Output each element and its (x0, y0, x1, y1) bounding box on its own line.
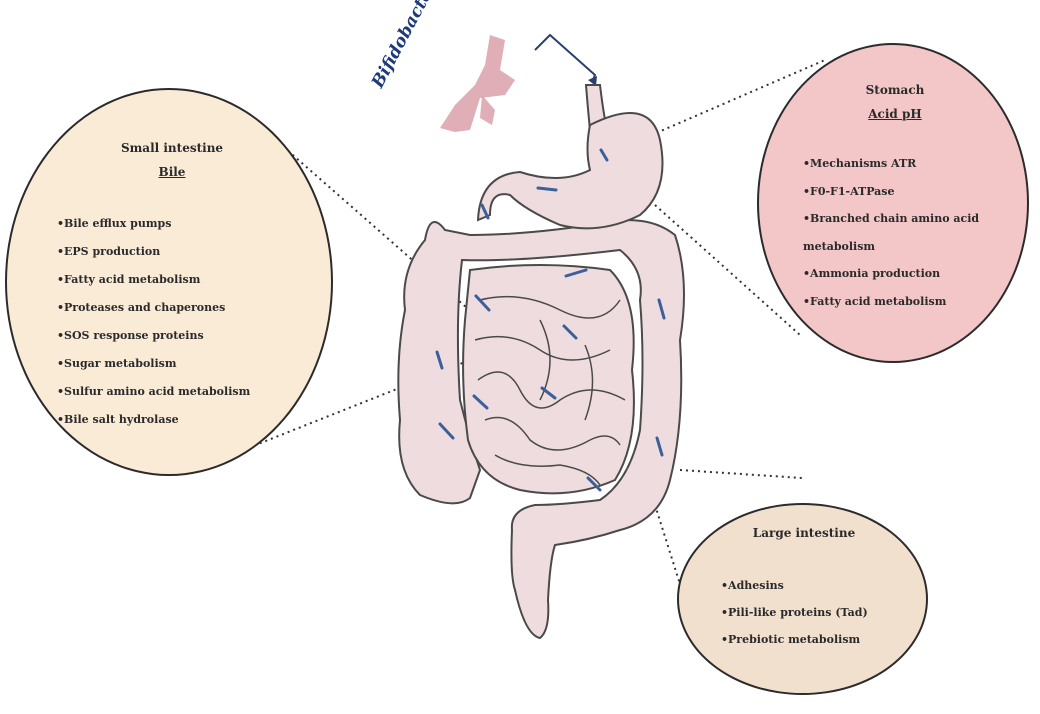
bacterium-body (440, 35, 515, 132)
small-intestine-list: •Bile efflux pumps •EPS production •Fatt… (57, 217, 250, 441)
entry-arrowhead (588, 76, 597, 86)
small-intestine-bubble: Small intestine Bile •Bile efflux pumps … (5, 88, 333, 476)
list-item: •SOS response proteins (57, 329, 204, 342)
list-item: •Sugar metabolism (57, 357, 177, 370)
list-item: metabolism (803, 239, 876, 253)
bacterium-image (440, 35, 515, 132)
small-intestine-title: Small intestine (120, 141, 224, 155)
large-intestine-bubble: Large intestine •Adhesins •Pili-like pro… (677, 503, 928, 695)
small-intestine-folds (474, 295, 626, 486)
colon (397, 219, 685, 640)
large-intestine-title: Large intestine (752, 526, 856, 540)
small-intestine-subtitle: Bile (158, 165, 186, 179)
list-item: •Adhesins (721, 579, 784, 592)
list-item: •Bile salt hydrolase (57, 413, 179, 426)
stomach-list: •Mechanisms ATR •F0-F1-ATPase •Branched … (803, 157, 979, 322)
small-intestine (462, 264, 635, 495)
connector-large-lower (654, 504, 686, 601)
list-item: •Fatty acid metabolism (57, 273, 201, 286)
list-item: •Branched chain amino acid (803, 212, 980, 225)
list-item: •Pili-like proteins (Tad) (721, 606, 868, 619)
stomach-title: Stomach (865, 83, 925, 97)
connector-lines (242, 59, 826, 601)
connector-large-upper (679, 469, 803, 479)
entry-arrow (534, 33, 597, 83)
large-intestine-list: •Adhesins •Pili-like proteins (Tad) •Pre… (721, 579, 868, 660)
list-item: •Bile efflux pumps (57, 217, 172, 230)
list-item: •Fatty acid metabolism (803, 294, 947, 308)
stomach-bubble: Stomach Acid pH •Mechanisms ATR •F0-F1-A… (757, 43, 1029, 363)
list-item: •Mechanisms ATR (803, 157, 917, 170)
list-item: •F0-F1-ATPase (803, 184, 895, 198)
list-item: •Prebiotic metabolism (721, 633, 861, 646)
list-item: •EPS production (57, 245, 161, 258)
stomach-subtitle: Acid pH (868, 107, 922, 121)
bacteria-markers (435, 148, 666, 492)
bacterium-branch (480, 95, 495, 125)
stomach (476, 112, 664, 230)
connector-stomach-lower (654, 204, 801, 336)
list-item: •Proteases and chaperones (57, 301, 226, 314)
list-item: •Sulfur amino acid metabolism (57, 385, 251, 398)
list-item: •Ammonia production (803, 267, 941, 280)
